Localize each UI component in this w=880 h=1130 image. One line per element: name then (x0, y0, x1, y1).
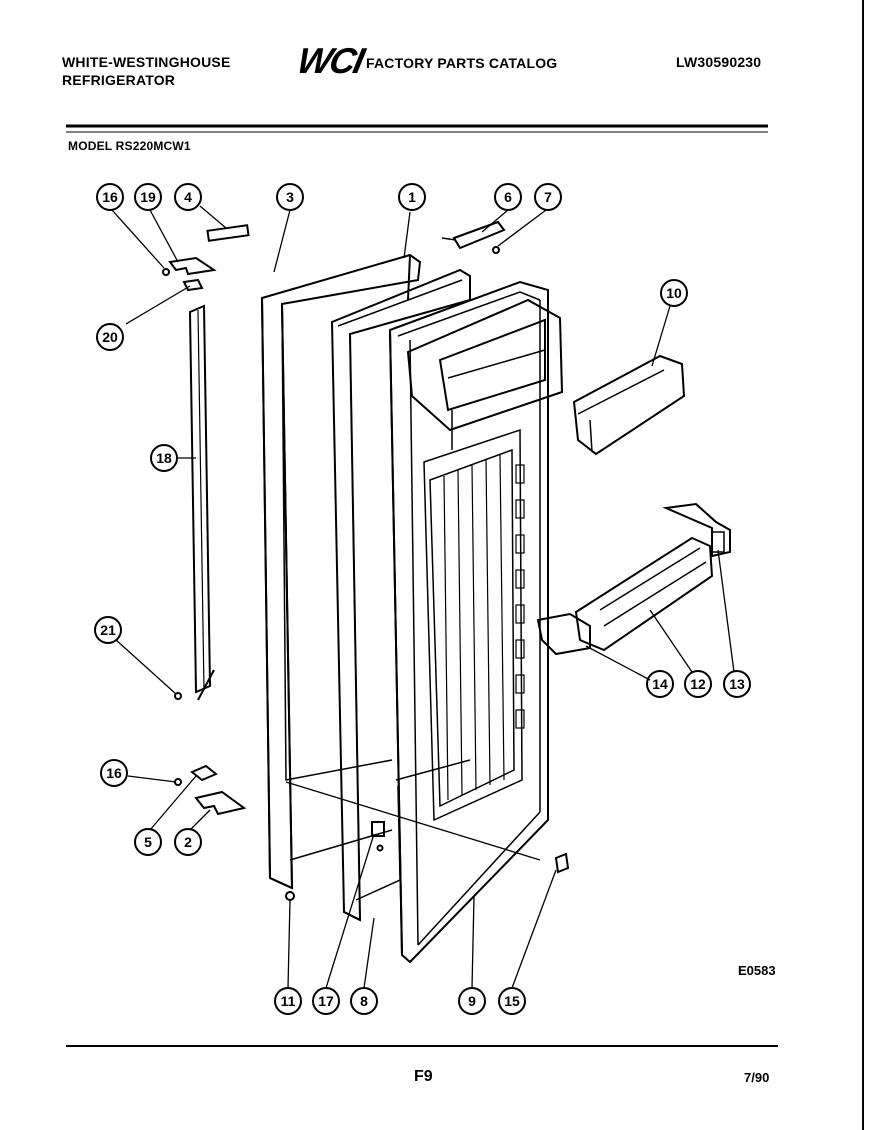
callout-circle-20 (96, 323, 124, 351)
callout-14: 14 (652, 676, 668, 692)
callout-circle-14 (646, 670, 674, 698)
callout-circle-18 (150, 444, 178, 472)
callout-circle-1 (398, 183, 426, 211)
callout-16-bottom: 16 (106, 765, 122, 781)
hinge-bracket-part-2 (194, 790, 247, 816)
callout-8: 8 (360, 993, 368, 1009)
clip-part-17 (371, 821, 385, 837)
page-number: F9 (414, 1068, 433, 1085)
callout-18: 18 (156, 450, 172, 466)
callout-19: 19 (140, 189, 156, 205)
catalog-title: FACTORY PARTS CATALOG (366, 55, 558, 71)
brand-line-1: WHITE-WESTINGHOUSE (62, 54, 231, 70)
callout-circle-9 (458, 987, 486, 1015)
callout-4: 4 (184, 189, 192, 205)
callout-12: 12 (690, 676, 706, 692)
catalog-number: LW30590230 (676, 54, 762, 70)
leader-lines (111, 205, 735, 989)
page-edge-line (862, 0, 864, 1130)
callout-circles (94, 183, 751, 1015)
callout-circle-2 (174, 828, 202, 856)
door-liner-part-1 (330, 268, 471, 922)
door-panel-part-3 (260, 253, 422, 890)
callout-21: 21 (100, 622, 116, 638)
callout-6: 6 (504, 189, 512, 205)
door-shelf-part-12 (574, 536, 714, 652)
callout-circle-16-bottom (100, 759, 128, 787)
callout-circle-21 (94, 616, 122, 644)
screw-part-21 (174, 692, 182, 700)
callout-circle-19 (134, 183, 162, 211)
callout-circle-17 (312, 987, 340, 1015)
callout-circle-3 (276, 183, 304, 211)
door-shelf-part-10 (572, 354, 686, 456)
callout-1: 1 (408, 189, 416, 205)
figure-code: E0583 (738, 963, 776, 978)
plug-part-11 (285, 891, 295, 901)
callout-9: 9 (468, 993, 476, 1009)
callout-13: 13 (729, 676, 745, 692)
screw-part-8 (376, 844, 384, 852)
inner-liner-part-9 (388, 280, 564, 964)
callout-20: 20 (102, 329, 118, 345)
bushing-part-5 (190, 764, 218, 782)
callout-circle-16-top (96, 183, 124, 211)
model-number: MODEL RS220MCW1 (68, 139, 191, 153)
screw-part-7 (492, 246, 500, 254)
callout-circle-11 (274, 987, 302, 1015)
callout-circle-5 (134, 828, 162, 856)
callout-11: 11 (281, 993, 296, 1009)
screw-part-16-top (162, 268, 170, 276)
callout-15: 15 (504, 993, 520, 1009)
shelf-support-part-14 (536, 612, 591, 656)
screw-part-15 (554, 852, 570, 874)
brand-line-2: REFRIGERATOR (62, 72, 176, 88)
callout-circle-10 (660, 279, 688, 307)
cap-part-4 (206, 224, 250, 242)
callout-5: 5 (144, 834, 152, 850)
callout-circle-8 (350, 987, 378, 1015)
handle-cap-part-6 (452, 220, 506, 250)
callout-circle-7 (534, 183, 562, 211)
callout-circle-12 (684, 670, 712, 698)
callout-2: 2 (184, 834, 192, 850)
callout-16-top: 16 (102, 189, 118, 205)
revision-date: 7/90 (744, 1070, 770, 1085)
callout-circle-6 (494, 183, 522, 211)
callout-3: 3 (286, 189, 294, 205)
callout-7: 7 (544, 189, 552, 205)
trim-strip-part-18 (188, 304, 215, 701)
callout-circle-4 (174, 183, 202, 211)
callout-17: 17 (318, 993, 334, 1009)
callout-10: 10 (666, 285, 682, 301)
callout-circle-15 (498, 987, 526, 1015)
hinge-bracket-part-19 (168, 256, 217, 276)
callout-circle-13 (723, 670, 751, 698)
